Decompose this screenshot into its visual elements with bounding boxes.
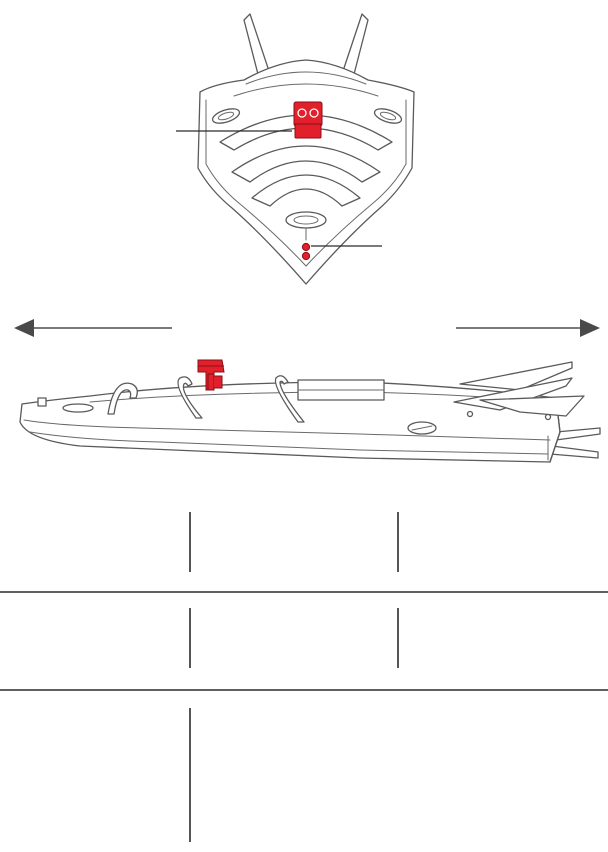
rear-nozzle-inner <box>293 215 319 225</box>
side-hull-chine <box>23 419 551 441</box>
side-rear-fin-plate <box>479 395 585 417</box>
side-hull-outline <box>19 381 561 463</box>
arrow-left-icon <box>14 319 172 337</box>
rear-right-porthole-inner <box>379 111 397 121</box>
side-rear-bolt-2 <box>544 413 552 421</box>
bow-cleat <box>37 397 47 407</box>
side-lower-fin-2 <box>549 445 599 459</box>
side-porthole-line <box>411 425 433 431</box>
rear-left-porthole-inner <box>217 111 235 121</box>
bow-hatch <box>62 403 94 413</box>
rear-band-3 <box>251 174 361 207</box>
boat-rear-view <box>176 13 415 285</box>
rail-hoop-3 <box>274 375 305 423</box>
info-table <box>0 512 608 842</box>
boat-side-view <box>19 359 601 463</box>
rear-nozzle <box>285 211 327 229</box>
rear-band-1 <box>219 114 393 151</box>
red-sensor-module-icon <box>293 101 323 139</box>
rear-band-2 <box>231 145 381 183</box>
side-lower-fin <box>555 427 601 441</box>
side-upper-fin <box>459 361 573 391</box>
rear-deck-line <box>233 83 379 97</box>
rear-hull-inner-edge <box>205 99 407 267</box>
rail-hoop-1 <box>107 382 138 415</box>
side-upper-fin-2 <box>453 377 573 411</box>
side-hull-chine-lower <box>29 431 549 455</box>
side-rear-bolt-1 <box>466 410 474 418</box>
rear-deck-line-upper <box>245 71 367 85</box>
arrow-right-icon <box>456 319 600 337</box>
rail-hoop-2 <box>177 376 203 419</box>
red-t-mount-icon <box>197 359 225 391</box>
rear-hull-outline <box>197 59 415 285</box>
red-led-indicator-icon <box>301 242 311 261</box>
